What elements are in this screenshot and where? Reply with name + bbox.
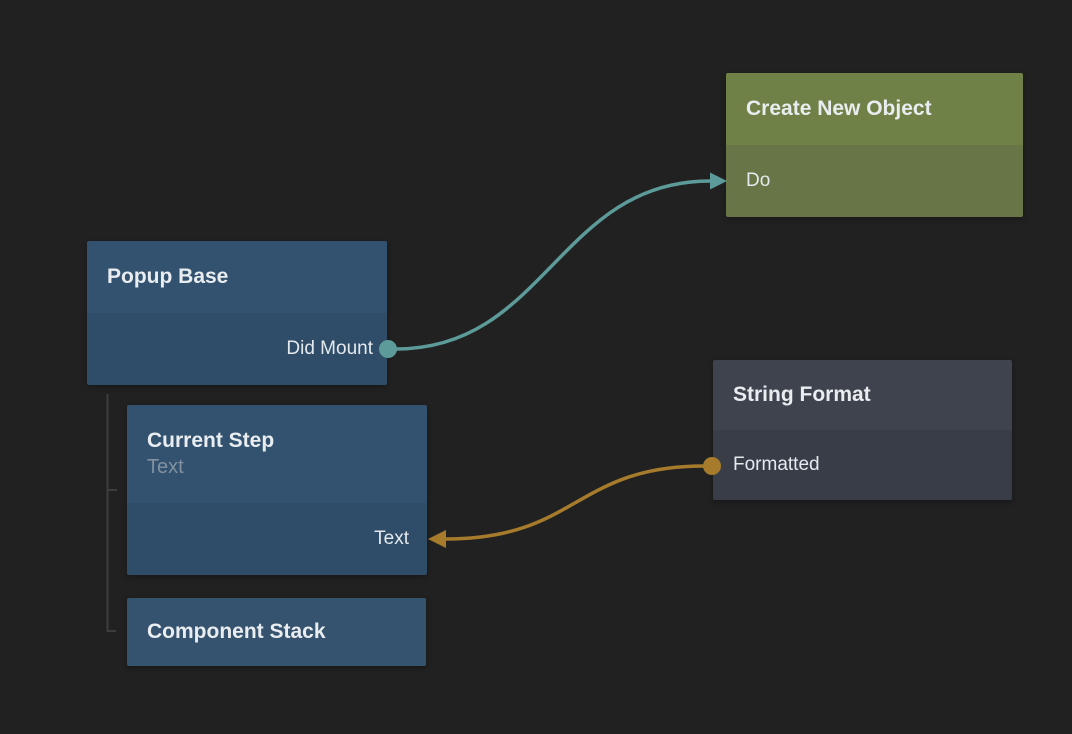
node-title: String Format <box>733 383 871 406</box>
node-string-format[interactable]: String Format Formatted <box>713 360 1012 500</box>
port-text[interactable]: Text <box>374 528 409 549</box>
node-create-new-object[interactable]: Create New Object Do <box>726 73 1023 217</box>
node-body: Formatted <box>713 430 1012 500</box>
node-popup-base[interactable]: Popup Base Did Mount <box>87 241 387 385</box>
node-title: Component Stack <box>147 620 326 643</box>
node-title: Create New Object <box>746 97 932 120</box>
hierarchy-connector-line <box>106 394 116 632</box>
node-body: Did Mount <box>87 313 387 385</box>
node-header: Popup Base <box>87 241 387 313</box>
port-formatted[interactable]: Formatted <box>733 454 820 475</box>
node-title: Popup Base <box>107 265 229 288</box>
node-header: Current Step Text <box>127 405 427 503</box>
wire-didmount-to-do[interactable] <box>395 179 711 351</box>
node-body: Text <box>127 503 427 575</box>
node-header: String Format <box>713 360 1012 430</box>
wire-formatted-to-text[interactable] <box>445 464 705 541</box>
node-subtitle: Text <box>147 456 184 478</box>
wire-arrowhead-icon <box>428 530 446 548</box>
port-did-mount[interactable]: Did Mount <box>286 338 373 359</box>
node-title: Current Step <box>147 429 275 452</box>
node-current-step[interactable]: Current Step Text Text <box>127 405 427 575</box>
port-do[interactable]: Do <box>746 170 771 191</box>
node-component-stack[interactable]: Component Stack <box>127 598 426 666</box>
wire-arrowhead-icon <box>710 172 727 190</box>
node-body: Do <box>726 145 1023 217</box>
node-header: Create New Object <box>726 73 1023 145</box>
